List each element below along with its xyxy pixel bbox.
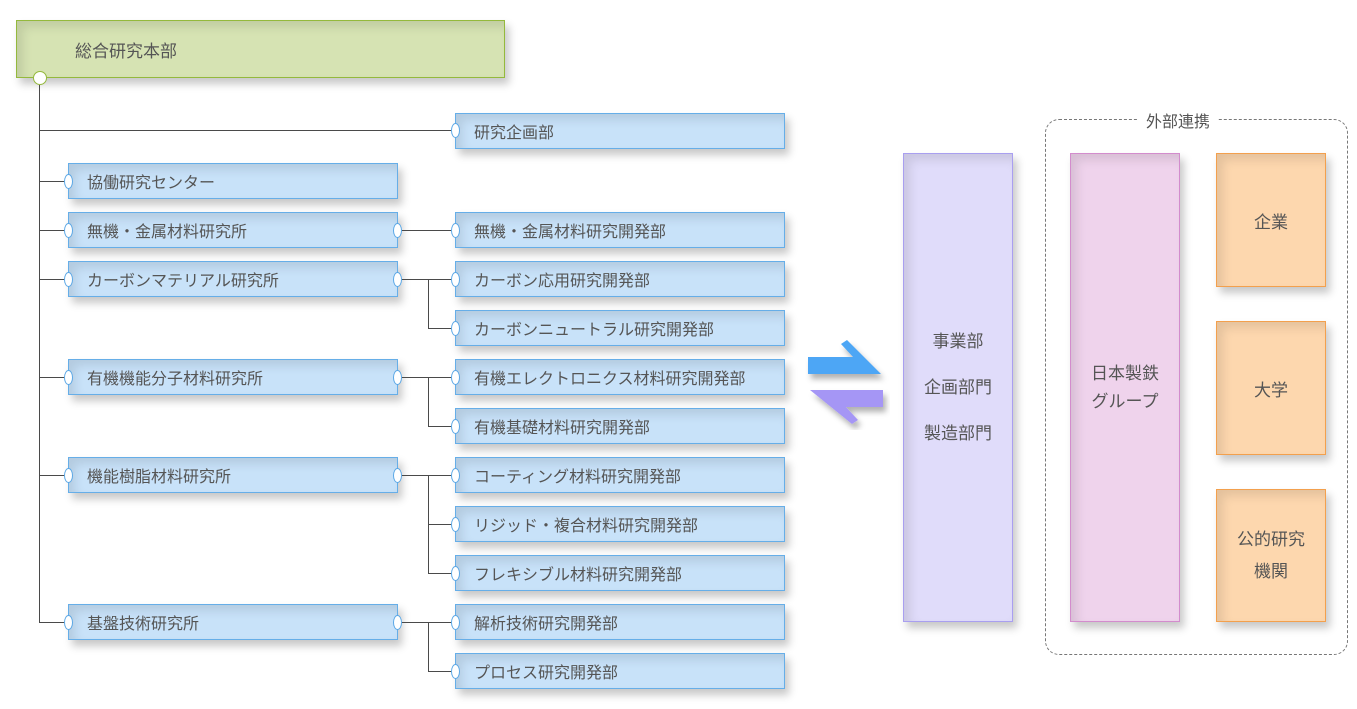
department-line	[428, 426, 455, 427]
bidirectional-arrows-icon	[808, 340, 883, 424]
branch-line	[39, 475, 65, 476]
branch-line	[39, 279, 65, 280]
connector-icon	[451, 419, 460, 434]
partner-label: 公的研究	[1237, 529, 1305, 550]
department-node[interactable]: 有機エレクトロニクス材料研究開発部	[455, 359, 785, 395]
partner-public-research-node[interactable]: 公的研究 機関	[1216, 489, 1326, 622]
connector-icon	[64, 223, 73, 238]
nippon-steel-group-node[interactable]: 日本製鉄 グループ	[1070, 153, 1180, 622]
connector-icon	[451, 615, 460, 630]
department-label: コーティング材料研究開発部	[474, 467, 682, 486]
external-title: 外部連携	[1138, 108, 1219, 132]
institute-label: 有機機能分子材料研究所	[87, 369, 264, 388]
institute-node[interactable]: 協働研究センター	[68, 163, 398, 199]
department-node[interactable]: フレキシブル材料研究開発部	[455, 555, 785, 591]
branch-line	[39, 377, 65, 378]
planning-node[interactable]: 研究企画部	[455, 113, 785, 149]
root-label: 総合研究本部	[75, 41, 177, 62]
institute-node[interactable]: カーボンマテリアル研究所	[68, 261, 398, 297]
department-label: 有機エレクトロニクス材料研究開発部	[474, 369, 746, 388]
department-node[interactable]: 無機・金属材料研究開発部	[455, 212, 785, 248]
connector-icon	[451, 370, 460, 385]
department-line	[428, 573, 455, 574]
institute-label: カーボンマテリアル研究所	[87, 271, 279, 290]
connector-icon	[451, 272, 460, 287]
partner-label: 企業	[1254, 212, 1288, 233]
connector-icon	[64, 615, 73, 630]
department-branch-line	[428, 377, 429, 426]
connector-icon	[64, 174, 73, 189]
institute-node[interactable]: 有機機能分子材料研究所	[68, 359, 398, 395]
branch-line	[39, 230, 65, 231]
department-line	[428, 671, 455, 672]
connector-icon	[64, 370, 73, 385]
connector-icon	[451, 566, 460, 581]
planning-label: 研究企画部	[474, 123, 555, 142]
department-branch-line	[428, 279, 429, 328]
institute-node[interactable]: 無機・金属材料研究所	[68, 212, 398, 248]
department-node[interactable]: 有機基礎材料研究開発部	[455, 408, 785, 444]
department-node[interactable]: リジッド・複合材料研究開発部	[455, 506, 785, 542]
connector-icon	[64, 468, 73, 483]
department-label: 有機基礎材料研究開発部	[474, 418, 651, 437]
department-node[interactable]: プロセス研究開発部	[455, 653, 785, 689]
root-connector-icon	[33, 71, 47, 85]
department-node[interactable]: 解析技術研究開発部	[455, 604, 785, 640]
branch-line	[39, 181, 65, 182]
connector-icon	[451, 517, 460, 532]
connector-icon	[451, 223, 460, 238]
department-node[interactable]: カーボン応用研究開発部	[455, 261, 785, 297]
connector-icon	[451, 321, 460, 336]
connector-icon	[64, 272, 73, 287]
department-label: 解析技術研究開発部	[474, 614, 619, 633]
institute-label: 機能樹脂材料研究所	[87, 467, 232, 486]
branch-line	[39, 622, 65, 623]
connector-icon	[451, 664, 460, 679]
group-line: 日本製鉄	[1091, 363, 1159, 384]
institute-node[interactable]: 機能樹脂材料研究所	[68, 457, 398, 493]
connector-icon	[451, 468, 460, 483]
connector-icon	[393, 468, 402, 483]
department-label: フレキシブル材料研究開発部	[474, 565, 683, 584]
department-line	[428, 328, 455, 329]
arrow-left-icon	[810, 390, 883, 424]
root-node[interactable]: 総合研究本部	[16, 20, 505, 78]
institute-label: 協働研究センター	[87, 173, 216, 192]
institute-node[interactable]: 基盤技術研究所	[68, 604, 398, 640]
department-line	[428, 524, 455, 525]
partner-university-node[interactable]: 大学	[1216, 321, 1326, 455]
department-label: プロセス研究開発部	[474, 663, 619, 682]
partner-label: 機関	[1254, 561, 1288, 582]
partner-company-node[interactable]: 企業	[1216, 153, 1326, 287]
department-branch-line	[428, 622, 429, 671]
department-node[interactable]: カーボンニュートラル研究開発部	[455, 310, 785, 346]
connector-icon	[393, 223, 402, 238]
business-line: 企画部門	[924, 377, 992, 398]
institute-label: 無機・金属材料研究所	[87, 222, 248, 241]
department-label: カーボン応用研究開発部	[474, 271, 651, 290]
business-line: 事業部	[932, 331, 984, 352]
arrow-right-icon	[808, 340, 881, 374]
trunk-line	[39, 85, 40, 622]
department-line	[402, 230, 455, 231]
department-node[interactable]: コーティング材料研究開発部	[455, 457, 785, 493]
institute-label: 基盤技術研究所	[87, 614, 200, 633]
group-line: グループ	[1091, 391, 1159, 412]
partner-label: 大学	[1254, 380, 1288, 401]
department-label: カーボンニュートラル研究開発部	[474, 320, 715, 339]
department-label: 無機・金属材料研究開発部	[474, 222, 667, 241]
connector-icon	[393, 272, 402, 287]
connector-icon	[393, 615, 402, 630]
planning-connector-line	[39, 130, 455, 131]
connector-icon	[393, 370, 402, 385]
department-label: リジッド・複合材料研究開発部	[474, 516, 699, 535]
business-line: 製造部門	[924, 423, 992, 444]
business-division-node[interactable]: 事業部 企画部門 製造部門	[903, 153, 1013, 622]
connector-icon	[451, 123, 460, 138]
